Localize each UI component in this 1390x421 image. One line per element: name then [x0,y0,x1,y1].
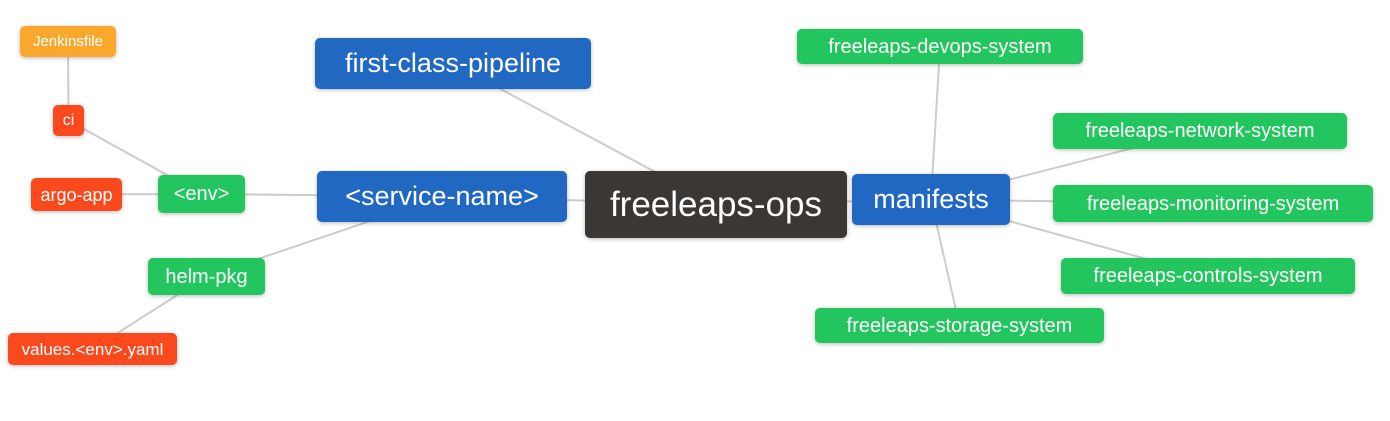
node-first-class-pipeline[interactable]: first-class-pipeline [315,38,591,89]
node-ci[interactable]: ci [53,105,84,136]
node-values-env-yaml[interactable]: values.<env>.yaml [8,333,177,365]
node-freeleaps-ops[interactable]: freeleaps-ops [585,171,847,238]
node-freeleaps-devops-system[interactable]: freeleaps-devops-system [797,29,1083,64]
node-manifests[interactable]: manifests [852,174,1010,225]
node-freeleaps-controls-system[interactable]: freeleaps-controls-system [1061,258,1355,294]
node-argo-app[interactable]: argo-app [31,178,122,211]
node-env[interactable]: <env> [158,175,245,213]
node-freeleaps-network-system[interactable]: freeleaps-network-system [1053,113,1347,149]
node-helm-pkg[interactable]: helm-pkg [148,258,265,295]
node-service-name[interactable]: <service-name> [317,171,567,222]
node-jenkinsfile[interactable]: Jenkinsfile [20,26,116,57]
node-freeleaps-monitoring-system[interactable]: freeleaps-monitoring-system [1053,185,1373,222]
node-freeleaps-storage-system[interactable]: freeleaps-storage-system [815,308,1104,343]
